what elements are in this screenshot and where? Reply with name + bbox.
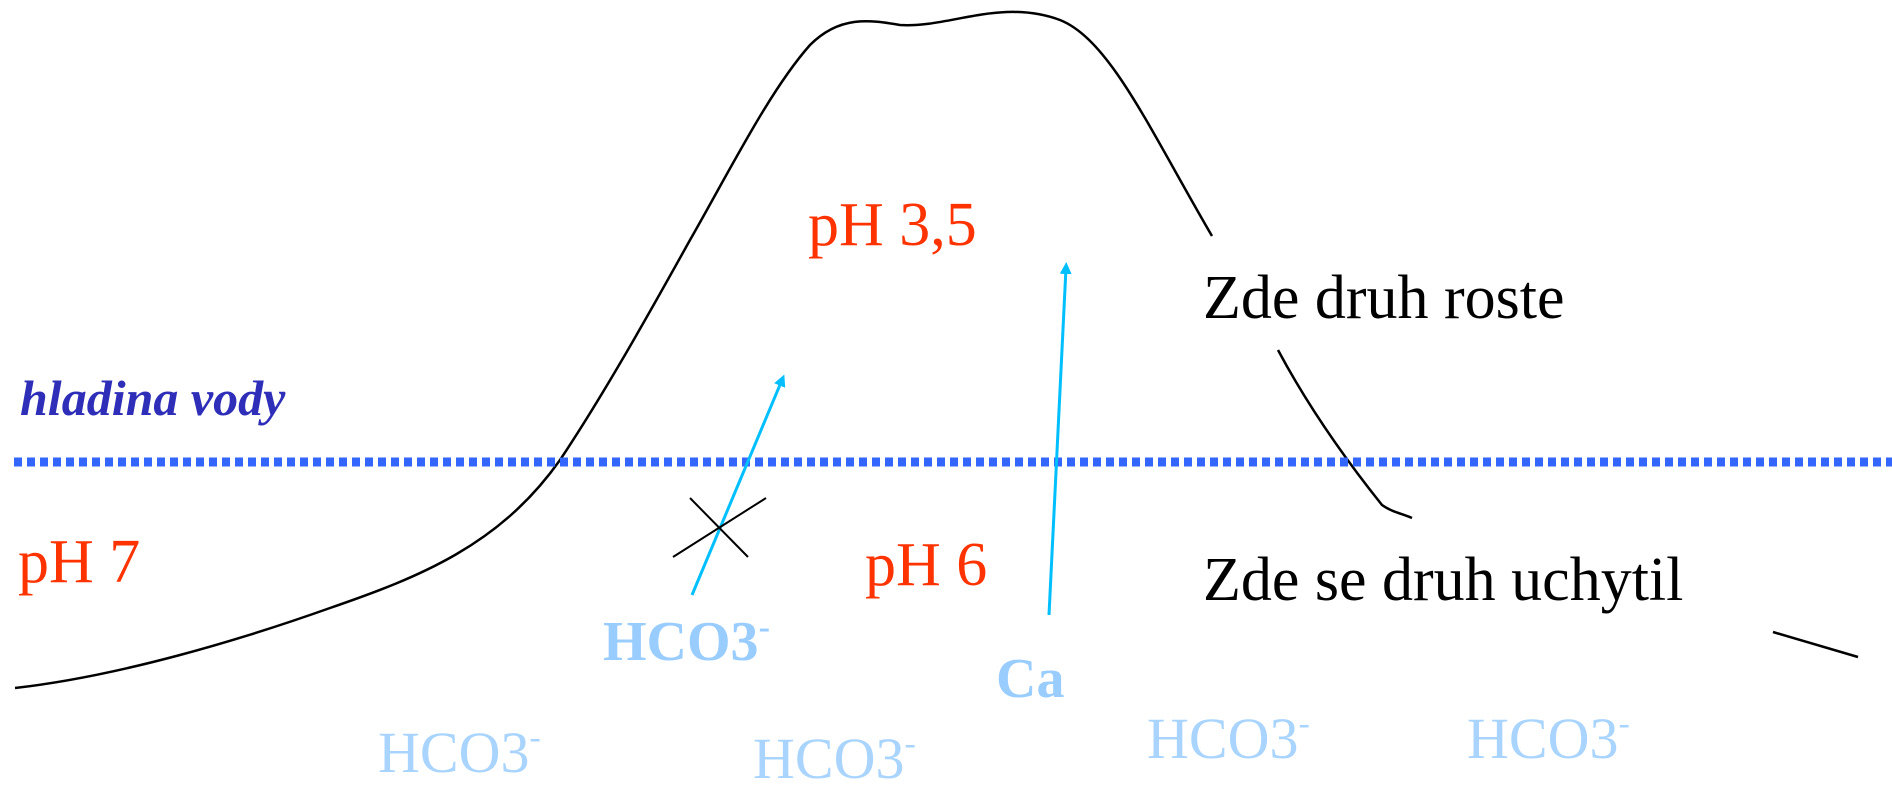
hco3-arrow xyxy=(692,380,782,595)
ph-left-label: pH 7 xyxy=(18,528,140,596)
mound-outline-right xyxy=(1278,350,1412,518)
blocked-cross-icon xyxy=(673,498,766,557)
ca-arrow xyxy=(1049,268,1066,615)
ph-mid-label: pH 6 xyxy=(865,531,987,599)
hco3-bottom-3: HCO3- xyxy=(1147,705,1310,771)
settled-here-label: Zde se druh uchytil xyxy=(1203,546,1683,614)
hco3-bottom-4: HCO3- xyxy=(1467,705,1630,771)
mound-outline xyxy=(15,12,1212,688)
hco3-bottom-2: HCO3- xyxy=(753,725,916,780)
grows-here-label: Zde druh roste xyxy=(1203,264,1565,332)
water-level-label: hladina vody xyxy=(20,370,286,426)
hco3-bottom-1: HCO3- xyxy=(378,719,541,780)
ca-label: Ca xyxy=(996,648,1064,710)
ph-top-label: pH 3,5 xyxy=(808,191,977,259)
mound-outline-tail xyxy=(1773,632,1858,657)
hco3-main-label: HCO3- xyxy=(603,609,770,673)
